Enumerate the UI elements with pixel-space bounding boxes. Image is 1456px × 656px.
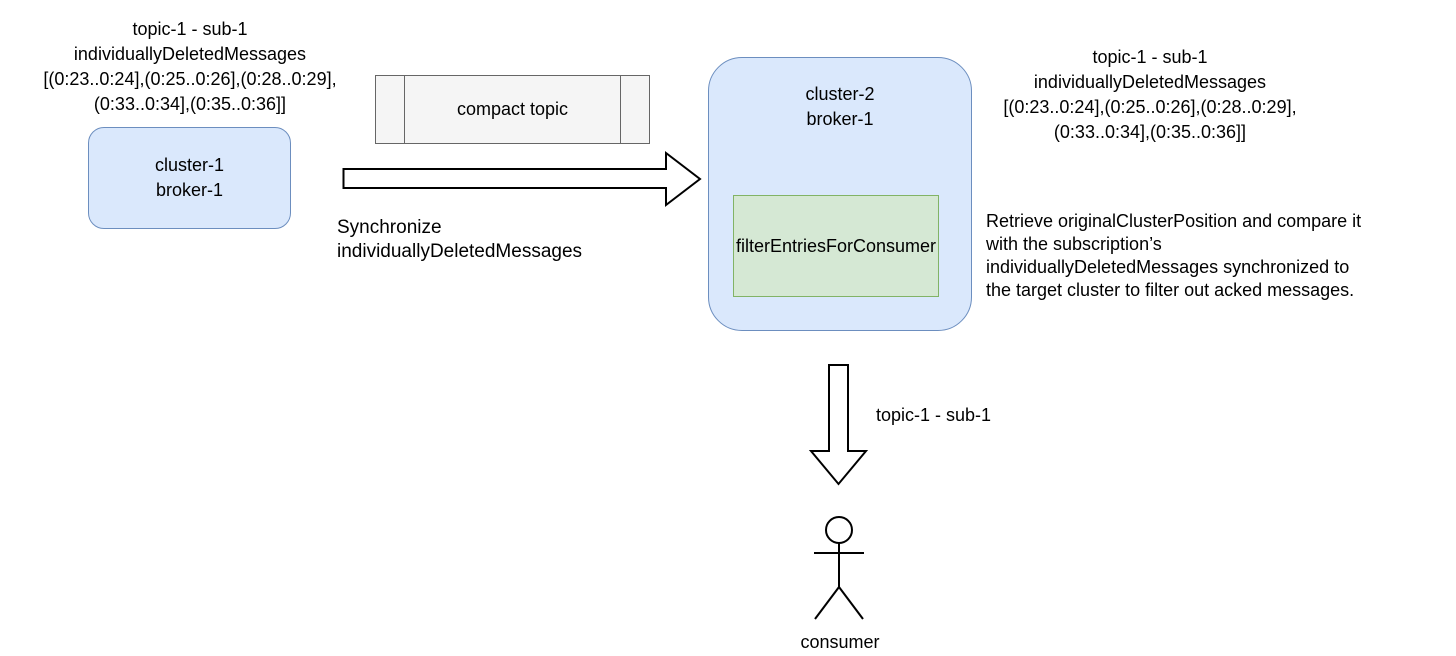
source-topic-sub: topic-1 - sub-1 (132, 19, 248, 39)
cluster-1-broker: broker-1 (155, 180, 224, 200)
filter-description: Retrieve originalClusterPosition and com… (986, 210, 1361, 302)
source-subscription-label: topic-1 - sub-1 individuallyDeletedMessa… (30, 17, 350, 117)
consumer-actor-icon[interactable] (808, 515, 870, 625)
source-idm-ranges-1: [(0:23..0:24],(0:25..0:26],(0:28..0:29], (43, 69, 337, 89)
compact-topic-left-bar (404, 76, 405, 143)
compact-topic-right-bar (620, 76, 621, 143)
description-line1: Retrieve originalClusterPosition and com… (986, 211, 1362, 231)
source-idm-title: individuallyDeletedMessages (73, 44, 307, 64)
description-line2: with the subscription’s (986, 234, 1162, 254)
target-idm-ranges-1: [(0:23..0:24],(0:25..0:26],(0:28..0:29], (1003, 97, 1297, 117)
consume-arrow (808, 364, 869, 486)
cluster-2-broker: broker-1 (806, 109, 874, 129)
cluster-1-node[interactable]: cluster-1 broker-1 (88, 127, 291, 229)
sync-arrow-label: Synchronize individuallyDeletedMessages (337, 216, 582, 264)
sync-arrow (342, 150, 702, 208)
target-idm-title: individuallyDeletedMessages (1033, 72, 1267, 92)
compact-topic-label: compact topic (456, 99, 569, 119)
description-line3: individuallyDeletedMessages synchronized… (986, 257, 1350, 277)
consume-arrow-label: topic-1 - sub-1 (876, 405, 992, 425)
consumer-label: consumer (800, 632, 880, 652)
compact-topic-node[interactable]: compact topic (375, 75, 650, 144)
description-line4: the target cluster to filter out acked m… (986, 280, 1355, 300)
cluster-2-name: cluster-2 (805, 84, 875, 104)
filter-entries-label: filterEntriesForConsumer (735, 235, 937, 256)
target-idm-ranges-2: (0:33..0:34],(0:35..0:36]] (1053, 122, 1247, 142)
cluster-1-name: cluster-1 (154, 155, 225, 175)
target-topic-sub: topic-1 - sub-1 (1092, 47, 1208, 67)
sync-label-line2: individuallyDeletedMessages (337, 241, 583, 262)
sync-label-line1: Synchronize (337, 217, 442, 238)
target-subscription-label: topic-1 - sub-1 individuallyDeletedMessa… (990, 45, 1310, 145)
filter-entries-node[interactable]: filterEntriesForConsumer (733, 195, 939, 297)
source-idm-ranges-2: (0:33..0:34],(0:35..0:36]] (93, 94, 287, 114)
